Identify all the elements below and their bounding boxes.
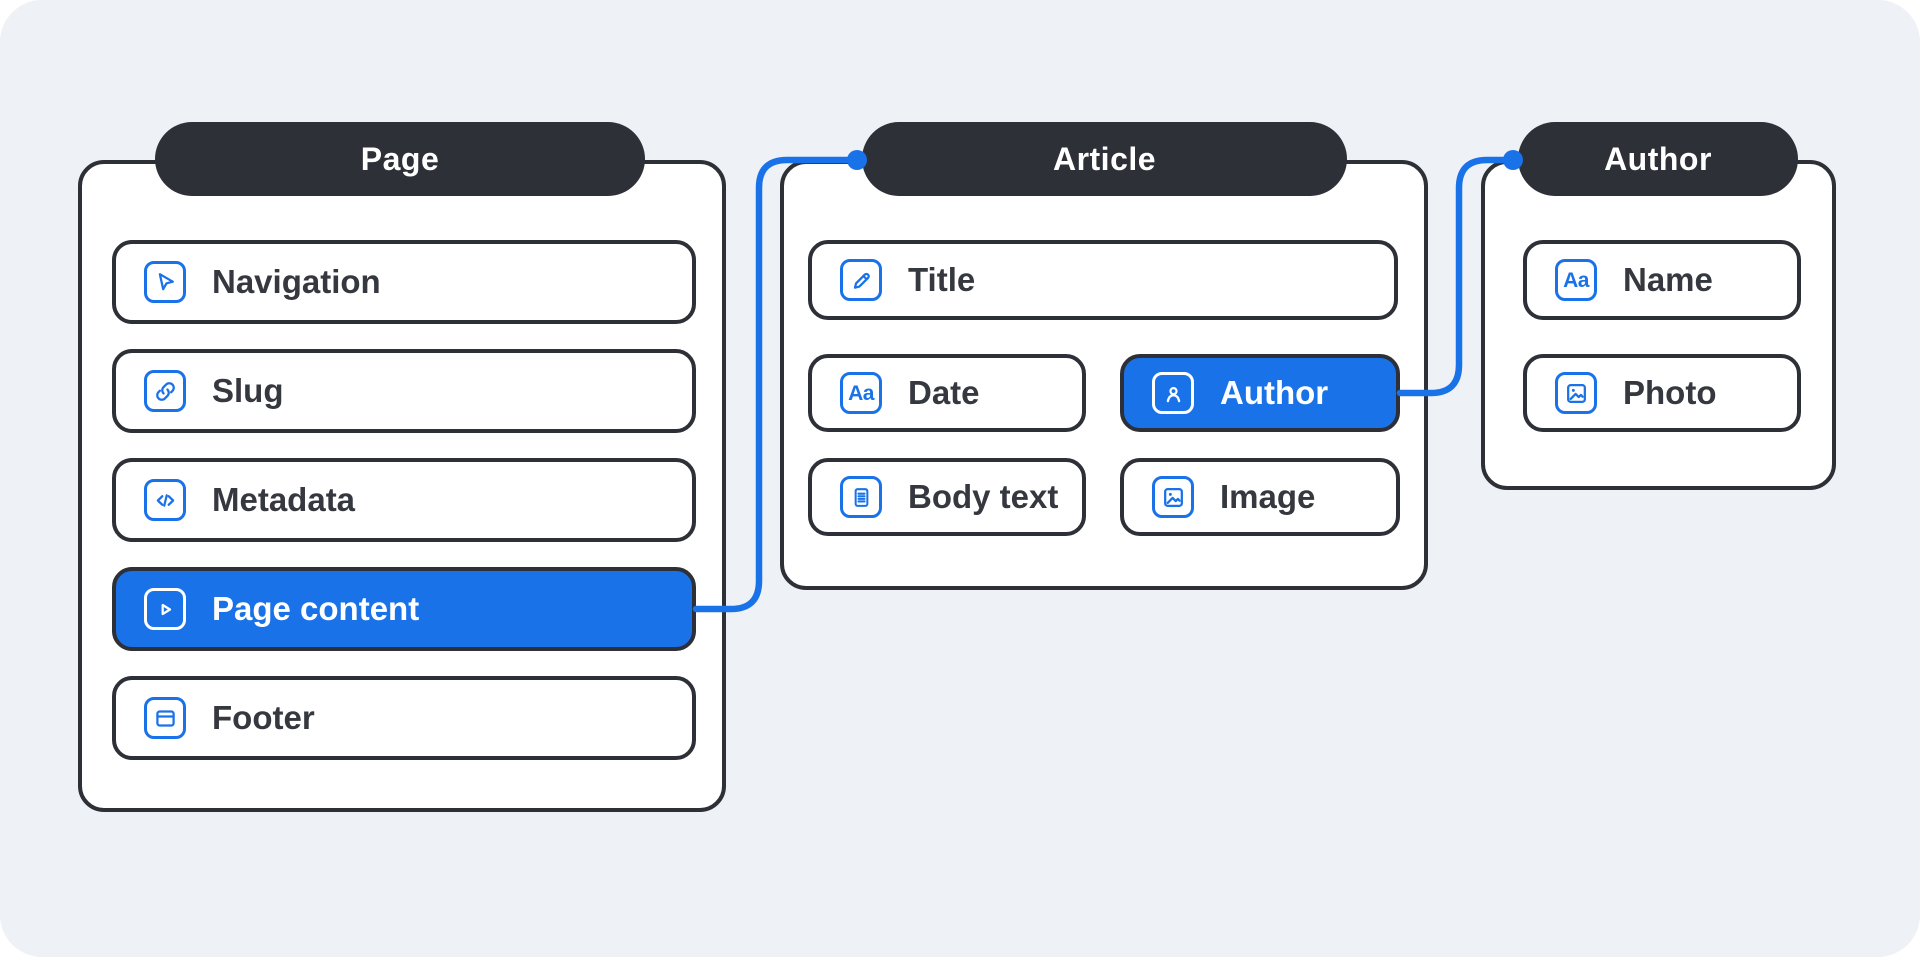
field-photo: Photo bbox=[1523, 354, 1801, 432]
link-icon bbox=[144, 370, 186, 412]
field-navigation: Navigation bbox=[112, 240, 696, 324]
panel-author-title: Author bbox=[1604, 140, 1712, 177]
panel-page-title-pill: Page bbox=[155, 122, 645, 196]
user-icon bbox=[1152, 372, 1194, 414]
pencil-icon bbox=[840, 259, 882, 301]
aa-glyph: Aa bbox=[1563, 268, 1589, 292]
panel-article-title: Article bbox=[1052, 140, 1157, 177]
field-label: Slug bbox=[212, 372, 284, 409]
field-label: Title bbox=[908, 261, 976, 298]
panel-page-title: Page bbox=[360, 140, 440, 177]
image-icon bbox=[1152, 476, 1194, 518]
field-label: Date bbox=[908, 374, 980, 411]
aa-glyph: Aa bbox=[848, 381, 874, 405]
field-body-text: Body text bbox=[808, 458, 1086, 536]
field-label: Footer bbox=[212, 699, 315, 736]
play-icon bbox=[144, 588, 186, 630]
panel-article-title-pill: Article bbox=[862, 122, 1347, 196]
cursor-icon bbox=[144, 261, 186, 303]
panel-author-title-pill: Author bbox=[1518, 122, 1798, 196]
field-label: Metadata bbox=[212, 481, 356, 518]
field-title: Title bbox=[808, 240, 1398, 320]
document-icon bbox=[840, 476, 882, 518]
field-label: Author bbox=[1220, 374, 1329, 411]
field-date: Aa Date bbox=[808, 354, 1086, 432]
field-author: Author bbox=[1120, 354, 1400, 432]
field-label: Photo bbox=[1623, 374, 1717, 411]
text-style-icon: Aa bbox=[840, 372, 882, 414]
field-metadata: Metadata bbox=[112, 458, 696, 542]
window-icon bbox=[144, 697, 186, 739]
image-icon bbox=[1555, 372, 1597, 414]
field-label: Image bbox=[1220, 478, 1316, 515]
field-name: Aa Name bbox=[1523, 240, 1801, 320]
field-image: Image bbox=[1120, 458, 1400, 536]
code-icon bbox=[144, 479, 186, 521]
text-style-icon: Aa bbox=[1555, 259, 1597, 301]
field-label: Name bbox=[1623, 261, 1713, 298]
field-footer: Footer bbox=[112, 676, 696, 760]
field-label: Navigation bbox=[212, 263, 381, 300]
field-label: Page content bbox=[212, 590, 420, 627]
field-label: Body text bbox=[908, 478, 1059, 515]
field-slug: Slug bbox=[112, 349, 696, 433]
panel-author bbox=[1481, 160, 1836, 490]
field-page-content: Page content bbox=[112, 567, 696, 651]
